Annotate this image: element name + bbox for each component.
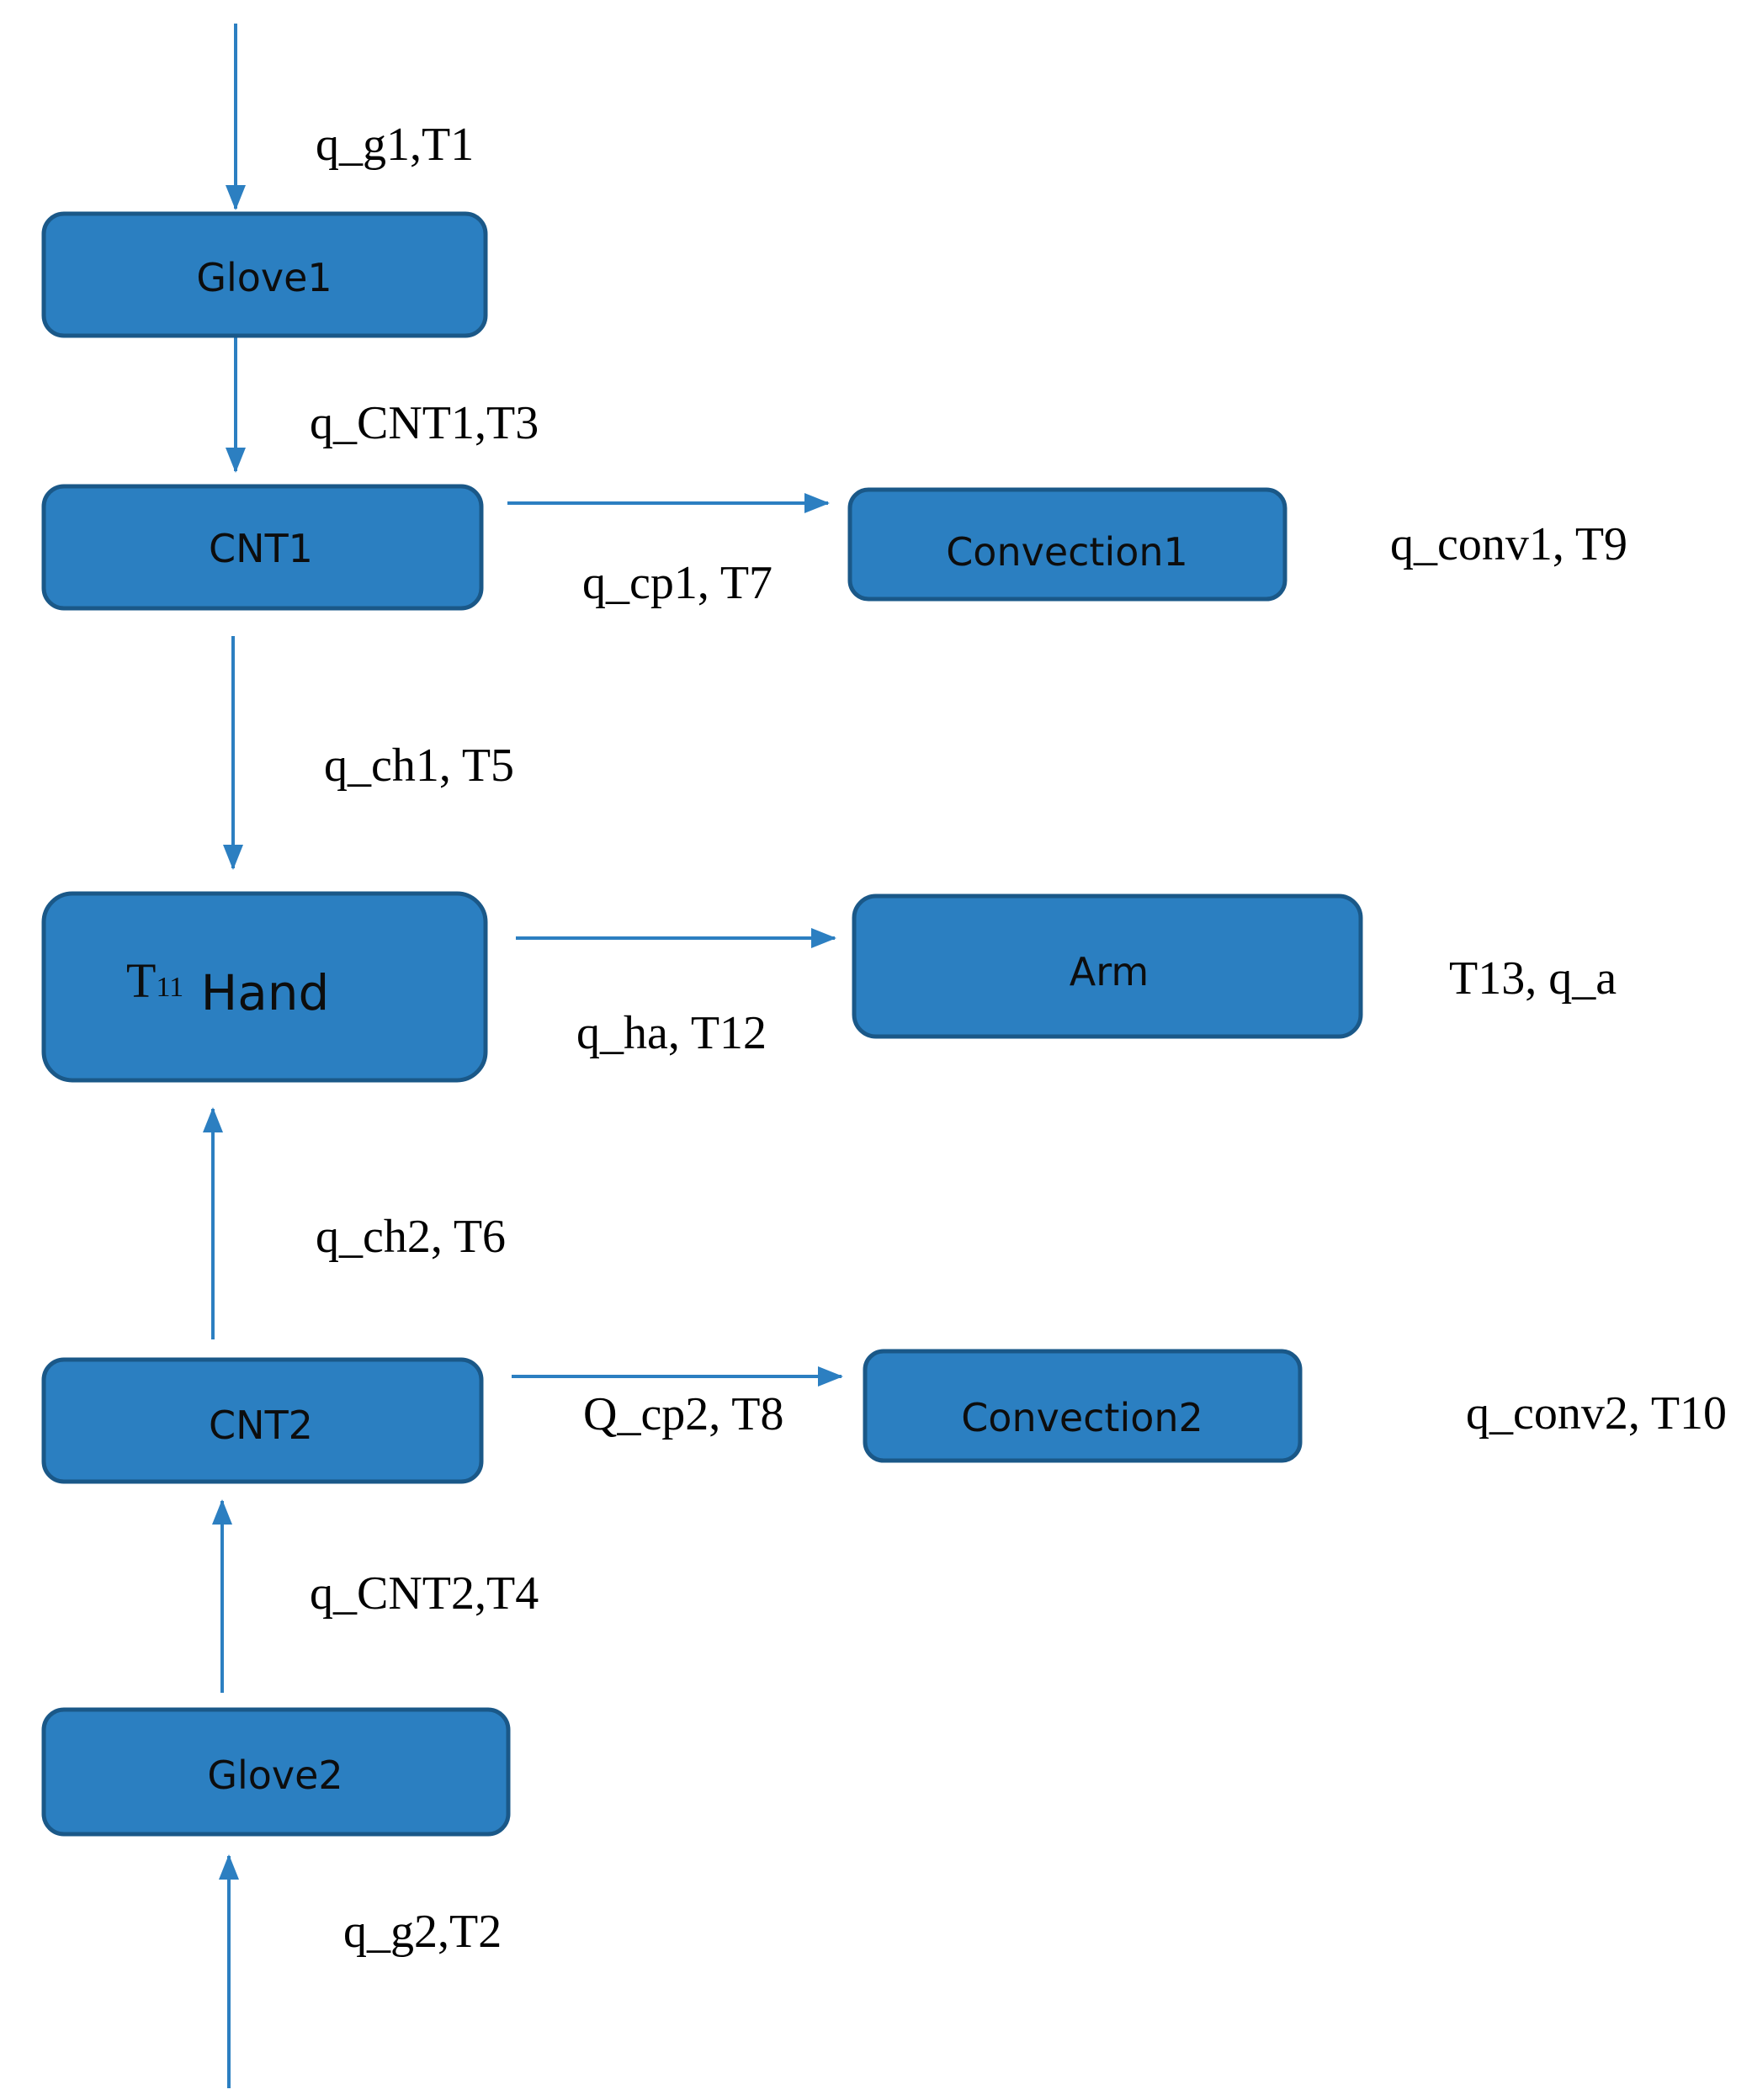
label-q-g2: q_g2,T2 bbox=[343, 1906, 502, 1958]
node-glove1: Glove1 bbox=[41, 211, 488, 338]
node-cnt2: CNT2 bbox=[41, 1357, 484, 1484]
edges bbox=[203, 24, 843, 2088]
node-convection2: Convection2 bbox=[863, 1349, 1303, 1463]
node-cnt2-label: CNT2 bbox=[209, 1403, 313, 1448]
node-convection1: Convection1 bbox=[847, 487, 1287, 602]
node-convection2-label: Convection2 bbox=[961, 1395, 1203, 1440]
node-convection1-label: Convection1 bbox=[946, 529, 1188, 575]
node-hand-label: Hand bbox=[201, 964, 330, 1021]
node-hand-temp: T11 bbox=[126, 953, 183, 1008]
label-q-cnt2: q_CNT2,T4 bbox=[310, 1567, 539, 1620]
node-hand: T11 Hand bbox=[41, 891, 488, 1083]
label-q-ha: q_ha, T12 bbox=[576, 1007, 767, 1059]
node-hand-temp-main: T bbox=[126, 953, 156, 1008]
label-q-cnt1: q_CNT1,T3 bbox=[310, 397, 539, 449]
node-glove1-label: Glove1 bbox=[196, 255, 332, 300]
label-q-ch2: q_ch2, T6 bbox=[316, 1211, 506, 1263]
node-glove2-label: Glove2 bbox=[207, 1753, 342, 1798]
label-t13-qa: T13, q_a bbox=[1449, 952, 1617, 1005]
node-cnt1-label: CNT1 bbox=[209, 526, 313, 571]
label-q-g1: q_g1,T1 bbox=[316, 119, 474, 171]
edge-labels: q_g1,T1 q_CNT1,T3 q_cp1, T7 q_conv1, T9 … bbox=[310, 119, 1727, 1958]
node-arm: Arm bbox=[852, 894, 1363, 1039]
label-q-conv1: q_conv1, T9 bbox=[1390, 518, 1627, 570]
node-arm-label: Arm bbox=[1070, 949, 1149, 994]
label-q-cp1: q_cp1, T7 bbox=[582, 557, 772, 609]
node-glove2: Glove2 bbox=[41, 1707, 511, 1837]
label-q-conv2: q_conv2, T10 bbox=[1466, 1387, 1727, 1440]
node-hand-temp-sub: 11 bbox=[156, 972, 183, 1003]
label-q-cp2: Q_cp2, T8 bbox=[583, 1388, 784, 1440]
node-cnt1: CNT1 bbox=[41, 484, 484, 611]
label-q-ch1: q_ch1, T5 bbox=[324, 740, 514, 792]
